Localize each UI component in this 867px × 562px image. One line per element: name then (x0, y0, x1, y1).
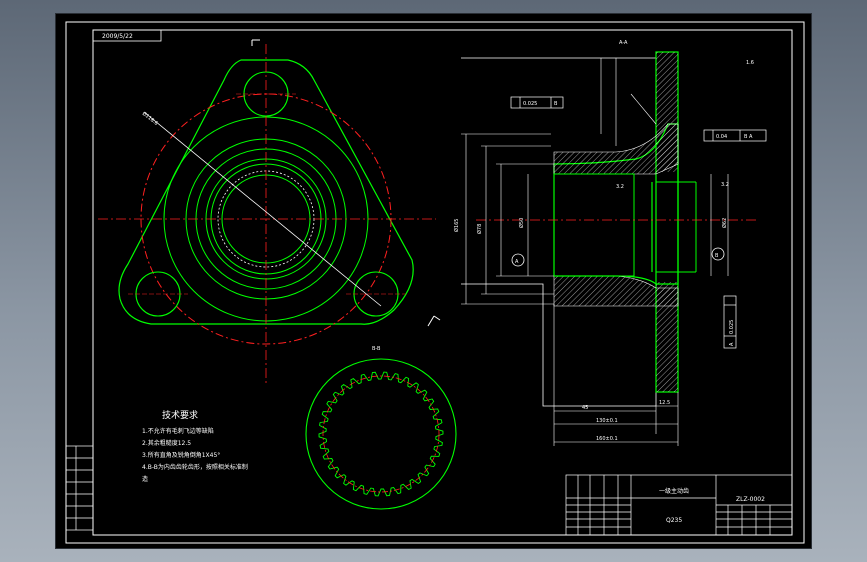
left-margin-table (65, 445, 94, 531)
svg-text:造: 造 (142, 475, 148, 483)
datum-b: B (715, 253, 719, 259)
svg-text:0.025: 0.025 (523, 101, 537, 107)
datum-a: A (515, 259, 519, 265)
rough-2: 1.6 (746, 60, 754, 66)
dim-right-1: Ø62 (721, 218, 728, 228)
svg-text:0.04: 0.04 (716, 134, 727, 140)
outer-border (65, 21, 805, 544)
inner-border (92, 29, 793, 536)
dim-left-2: Ø78 (476, 224, 483, 234)
date-stamp: 2009/5/22 (102, 33, 133, 40)
svg-text:3.所有直角及锐角倒角1X45°: 3.所有直角及锐角倒角1X45° (142, 451, 220, 459)
tolerance-frame-1: 0.025 B (510, 96, 564, 109)
svg-text:A: A (729, 342, 735, 346)
drawing-number: ZLZ-0002 (736, 496, 765, 503)
svg-text:4.B-B为内齿齿轮齿形，按照相关标准制: 4.B-B为内齿齿轮齿形，按照相关标准制 (142, 463, 248, 471)
svg-text:0.025: 0.025 (729, 320, 735, 334)
tolerance-frame-3: 0.025 A (723, 295, 737, 349)
dim-bottom-3: 160±0.1 (596, 436, 618, 442)
pcd-callout: Ø118.6 (141, 110, 160, 127)
cad-viewport[interactable]: 2009/5/22 Ø118.6 (55, 13, 812, 549)
section-bb-label: B-B (372, 346, 381, 352)
drawing-canvas: 2009/5/22 Ø118.6 (65, 21, 805, 544)
svg-text:1.不允许有毛刺飞边等缺陷: 1.不允许有毛刺飞边等缺陷 (142, 427, 214, 435)
side-section-view: A-A Ø1 (453, 40, 767, 446)
section-aa-label: A-A (619, 40, 628, 46)
rough-1: 3.2 (616, 184, 624, 190)
internal-gear-section: B-B (305, 346, 457, 510)
dim-bottom-1: 45 (582, 405, 588, 411)
dim-bottom-2: 130±0.1 (596, 418, 618, 424)
dim-left-1: Ø165 (453, 219, 460, 232)
svg-text:B: B (554, 101, 558, 107)
tech-title: 技术要求 (162, 409, 198, 421)
tolerance-frame-2: 0.04 B A (703, 129, 767, 142)
material: Q235 (666, 517, 682, 524)
dim-bottom-4: 12.5 (659, 400, 670, 406)
title-block (565, 474, 793, 536)
dim-left-3: Ø50 (518, 218, 525, 228)
dim-right-2: 3.2 (721, 182, 729, 188)
flange-front-view: Ø118.6 (98, 39, 441, 384)
svg-text:B A: B A (744, 134, 753, 140)
tech-requirements: 技术要求 1.不允许有毛刺飞边等缺陷 2.其余粗糙度12.5 3.所有直角及锐角… (142, 409, 248, 483)
svg-text:2.其余粗糙度12.5: 2.其余粗糙度12.5 (142, 439, 191, 447)
part-name: 一级主动齿 (659, 487, 689, 495)
